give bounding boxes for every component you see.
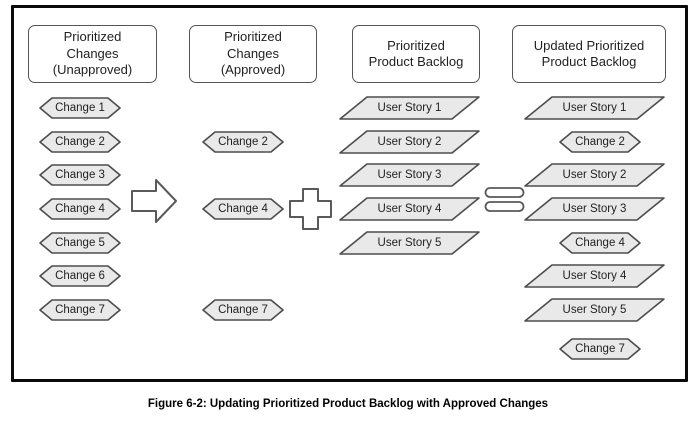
column-header-approved-changes: Prioritized Changes (Approved) bbox=[189, 25, 317, 83]
parallelogram-icon bbox=[339, 231, 480, 255]
shape-label: Change 7 bbox=[575, 343, 625, 355]
shape-label: Change 7 bbox=[218, 304, 268, 316]
approved-change-7: Change 7 bbox=[202, 299, 284, 321]
header-line: Changes bbox=[66, 45, 119, 61]
hexagon-icon bbox=[39, 232, 121, 254]
figure-caption: Figure 6-2: Updating Prioritized Product… bbox=[147, 398, 549, 410]
shape-label: User Story 2 bbox=[377, 136, 442, 148]
plus-icon bbox=[288, 187, 333, 231]
unapproved-change-1: Change 1 bbox=[39, 97, 121, 119]
updated-user-story-4: User Story 4 bbox=[524, 264, 665, 288]
parallelogram-icon bbox=[524, 264, 665, 288]
header-line: (Unapproved) bbox=[52, 62, 133, 78]
unapproved-change-6: Change 6 bbox=[39, 265, 121, 287]
header-line: (Approved) bbox=[220, 62, 286, 78]
shape-label: Change 2 bbox=[55, 136, 105, 148]
hexagon-icon bbox=[39, 265, 121, 287]
column-header-unapproved-changes: Prioritized Changes (Unapproved) bbox=[28, 25, 157, 83]
header-line: Product Backlog bbox=[368, 54, 464, 69]
parallelogram-icon bbox=[524, 197, 665, 221]
block-arrow-right-icon bbox=[130, 177, 178, 225]
header-line: Changes bbox=[226, 45, 280, 61]
shape-label: User Story 1 bbox=[562, 102, 627, 114]
shape-label: User Story 1 bbox=[377, 102, 442, 114]
hexagon-icon bbox=[39, 164, 121, 186]
shape-label: User Story 5 bbox=[377, 237, 442, 249]
shape-label: Change 2 bbox=[218, 136, 268, 148]
hexagon-icon bbox=[559, 232, 641, 254]
header-line: Prioritized bbox=[63, 29, 122, 45]
shape-label: Change 6 bbox=[55, 270, 105, 282]
unapproved-change-2: Change 2 bbox=[39, 131, 121, 153]
hexagon-icon bbox=[202, 131, 284, 153]
hexagon-icon bbox=[202, 299, 284, 321]
shape-label: Change 5 bbox=[55, 237, 105, 249]
hexagon-icon bbox=[39, 299, 121, 321]
column-header-updated-backlog: Updated Prioritized Product Backlog bbox=[512, 25, 666, 83]
unapproved-change-4: Change 4 bbox=[39, 198, 121, 220]
hexagon-icon bbox=[202, 198, 284, 220]
column-header-product-backlog: Prioritized Product Backlog bbox=[352, 25, 480, 83]
parallelogram-icon bbox=[524, 298, 665, 322]
parallelogram-icon bbox=[339, 130, 480, 154]
equals-icon bbox=[484, 187, 525, 213]
shape-label: Change 2 bbox=[575, 136, 625, 148]
backlog-user-story-1: User Story 1 bbox=[339, 96, 480, 120]
parallelogram-icon bbox=[524, 96, 665, 120]
header-line: Updated Prioritized bbox=[533, 37, 645, 53]
hexagon-icon bbox=[39, 131, 121, 153]
hexagon-icon bbox=[559, 131, 641, 153]
parallelogram-icon bbox=[524, 163, 665, 187]
updated-user-story-3: User Story 3 bbox=[524, 197, 665, 221]
header-line: Product Backlog bbox=[541, 54, 637, 69]
shape-label: Change 1 bbox=[55, 102, 105, 114]
parallelogram-icon bbox=[339, 197, 480, 221]
shape-label: Change 4 bbox=[218, 203, 268, 215]
backlog-user-story-5: User Story 5 bbox=[339, 231, 480, 255]
shape-label: Change 4 bbox=[55, 203, 105, 215]
hexagon-icon bbox=[39, 198, 121, 220]
updated-user-story-2: User Story 2 bbox=[524, 163, 665, 187]
updated-change-7: Change 7 bbox=[559, 338, 641, 360]
shape-label: Change 7 bbox=[55, 304, 105, 316]
approved-change-2: Change 2 bbox=[202, 131, 284, 153]
updated-change-4: Change 4 bbox=[559, 232, 641, 254]
hexagon-icon bbox=[39, 97, 121, 119]
backlog-user-story-2: User Story 2 bbox=[339, 130, 480, 154]
shape-label: User Story 3 bbox=[562, 203, 627, 215]
backlog-user-story-3: User Story 3 bbox=[339, 163, 480, 187]
header-line: Prioritized bbox=[387, 37, 445, 53]
shape-label: User Story 3 bbox=[377, 169, 442, 181]
shape-label: Change 3 bbox=[55, 169, 105, 181]
shape-label: Change 4 bbox=[575, 237, 625, 249]
updated-change-2: Change 2 bbox=[559, 131, 641, 153]
shape-label: User Story 4 bbox=[562, 270, 627, 282]
shape-label: User Story 4 bbox=[377, 203, 442, 215]
parallelogram-icon bbox=[339, 163, 480, 187]
unapproved-change-5: Change 5 bbox=[39, 232, 121, 254]
parallelogram-icon bbox=[339, 96, 480, 120]
header-line: Prioritized bbox=[224, 29, 282, 45]
approved-change-4: Change 4 bbox=[202, 198, 284, 220]
updated-user-story-1: User Story 1 bbox=[524, 96, 665, 120]
unapproved-change-7: Change 7 bbox=[39, 299, 121, 321]
shape-label: User Story 5 bbox=[562, 304, 627, 316]
updated-user-story-5: User Story 5 bbox=[524, 298, 665, 322]
unapproved-change-3: Change 3 bbox=[39, 164, 121, 186]
hexagon-icon bbox=[559, 338, 641, 360]
shape-label: User Story 2 bbox=[562, 169, 627, 181]
backlog-user-story-4: User Story 4 bbox=[339, 197, 480, 221]
